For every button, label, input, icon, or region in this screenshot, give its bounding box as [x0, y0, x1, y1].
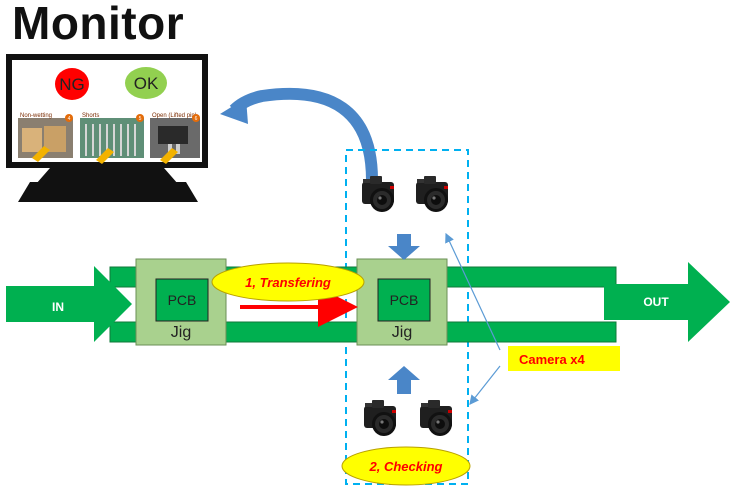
ok-label: OK	[134, 74, 159, 93]
transfer-step-label: 1, Transfering	[245, 275, 331, 290]
monitor-stand	[18, 182, 198, 202]
transfer-step: 1, Transfering	[211, 262, 365, 302]
page-title: Monitor	[12, 0, 185, 49]
jig-label: Jig	[171, 324, 191, 341]
defect-thumbnail: Open (Lifted pin) 6	[150, 113, 200, 164]
out-label: OUT	[643, 295, 669, 309]
camera-pointer-top	[445, 232, 501, 351]
thumbnail-caption: Non-wetting	[20, 113, 52, 119]
thumbnail-caption: Shorts	[82, 113, 99, 119]
ng-indicator	[55, 68, 89, 100]
check-step-label: 2, Checking	[369, 459, 443, 474]
monitor: NG OK Non-wetting 4 Shorts 5	[6, 54, 208, 202]
camera-count-label: Camera x4	[508, 346, 620, 371]
ng-label: NG	[59, 75, 85, 94]
check-step: 2, Checking	[341, 446, 471, 486]
camera-icon	[416, 176, 448, 212]
pcb-label: PCB	[390, 292, 419, 308]
thumbnail-badge: 5	[139, 116, 142, 122]
camera-up-arrow	[388, 366, 420, 394]
thumbnail-badge: 6	[195, 116, 198, 122]
thumbnail-caption: Open (Lifted pin)	[152, 113, 197, 119]
pcb-board	[377, 278, 431, 322]
thumbnail-badge: 4	[68, 116, 71, 122]
jig-right: PCB Jig	[356, 258, 448, 346]
pcb-label: PCB	[168, 292, 197, 308]
camera-icon	[362, 176, 394, 212]
ok-indicator	[125, 67, 167, 99]
result-to-monitor-arrow	[220, 87, 378, 181]
jig-left: PCB Jig	[135, 258, 227, 346]
defect-thumbnail: Shorts 5	[80, 113, 144, 164]
in-arrow: IN	[6, 266, 132, 342]
camera-icon	[364, 400, 396, 436]
pcb-board	[155, 278, 209, 322]
in-label: IN	[52, 300, 64, 314]
camera-count-text: Camera x4	[519, 352, 586, 367]
camera-icon	[420, 400, 452, 436]
monitor-neck	[36, 168, 178, 184]
out-arrow: OUT	[604, 262, 730, 342]
camera-down-arrow	[388, 234, 420, 260]
defect-thumbnail: Non-wetting 4	[18, 113, 73, 162]
jig-label: Jig	[392, 324, 412, 341]
camera-pointer-bottom	[469, 365, 501, 405]
